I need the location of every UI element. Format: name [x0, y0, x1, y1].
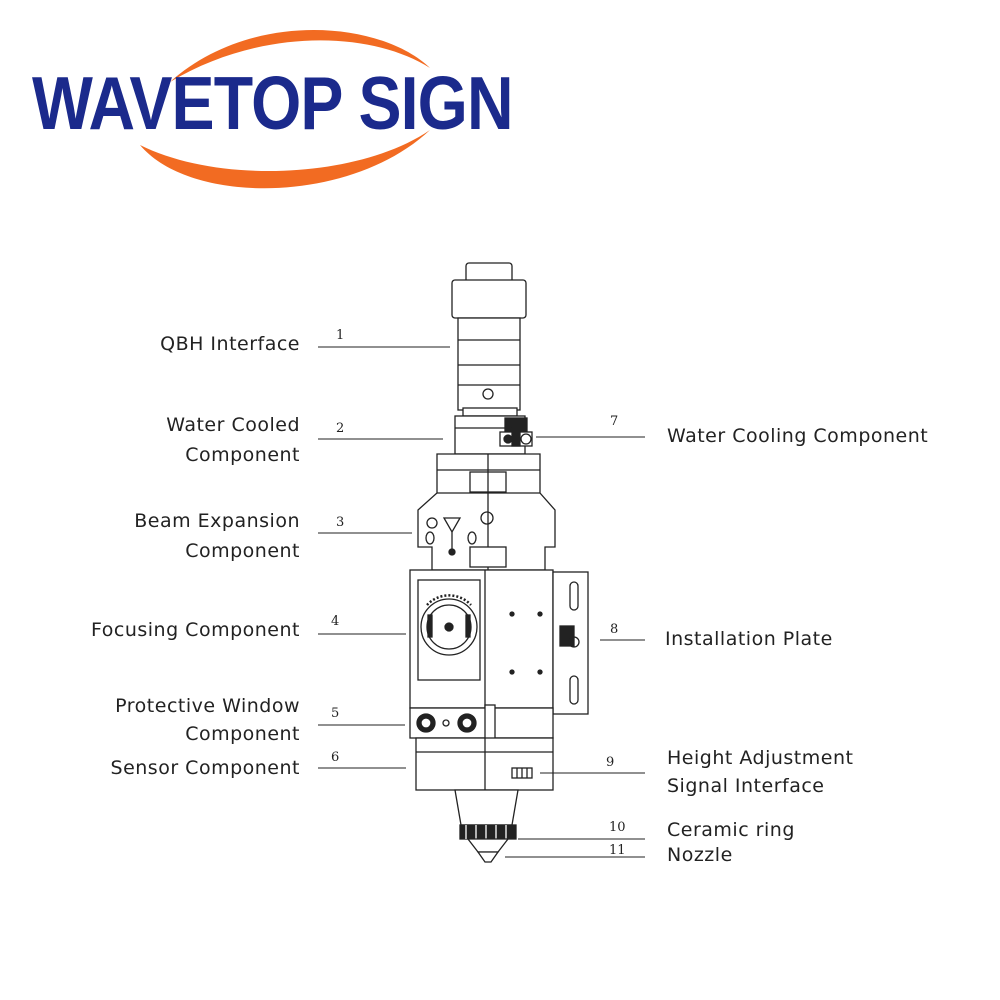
label-ceramic-ring: Ceramic ring — [667, 819, 795, 841]
label-water-cooled-line-2: Component — [185, 444, 300, 466]
callout-number-8: 8 — [610, 622, 619, 637]
callout-number-4: 4 — [331, 614, 340, 629]
label-beam-expansion-line-1: Beam Expansion — [134, 510, 300, 532]
label-beam-expansion-component: Beam Expansion Component — [134, 506, 300, 566]
label-height-adjustment-line-2: Signal Interface — [667, 775, 825, 797]
logo-text: WAVETOP SIGN — [32, 61, 514, 145]
callout-number-1: 1 — [336, 328, 345, 343]
protective-window-block — [409, 704, 554, 744]
logo-swoosh-bottom — [140, 130, 430, 189]
callout-number-7: 7 — [610, 414, 619, 429]
label-water-cooling-component: Water Cooling Component — [667, 425, 929, 447]
label-protective-window-line-1: Protective Window — [115, 695, 300, 717]
callout-number-2: 2 — [336, 421, 345, 436]
label-height-adjustment-signal-interface: Height Adjustment Signal Interface — [667, 744, 853, 800]
label-focusing-component: Focusing Component — [91, 619, 300, 641]
water-cooling-connector — [499, 417, 533, 447]
leader-lines — [318, 346, 645, 858]
logo-swoosh-top — [170, 29, 430, 82]
label-nozzle: Nozzle — [667, 844, 733, 866]
focusing-block — [409, 569, 554, 709]
qbh-interface — [451, 262, 527, 417]
beam-expansion-block — [417, 453, 556, 571]
label-beam-expansion-line-2: Component — [185, 540, 300, 562]
label-sensor-component: Sensor Component — [110, 757, 300, 779]
label-protective-window-component: Protective Window Component — [115, 692, 300, 748]
label-protective-window-line-2: Component — [185, 723, 300, 745]
callout-number-6: 6 — [331, 750, 340, 765]
label-water-cooled-component: Water Cooled Component — [166, 410, 300, 470]
callout-number-10: 10 — [609, 820, 626, 835]
callout-number-11: 11 — [609, 843, 626, 858]
callout-number-9: 9 — [606, 755, 615, 770]
label-qbh-interface: QBH Interface — [160, 333, 300, 355]
callout-number-5: 5 — [331, 706, 340, 721]
label-water-cooled-line-1: Water Cooled — [166, 414, 300, 436]
callout-number-3: 3 — [336, 515, 345, 530]
label-height-adjustment-line-1: Height Adjustment — [667, 747, 854, 769]
sensor-block — [415, 737, 554, 791]
installation-plate — [552, 571, 589, 715]
label-installation-plate: Installation Plate — [665, 628, 833, 650]
nozzle-assembly — [454, 789, 519, 863]
logo — [140, 29, 430, 189]
